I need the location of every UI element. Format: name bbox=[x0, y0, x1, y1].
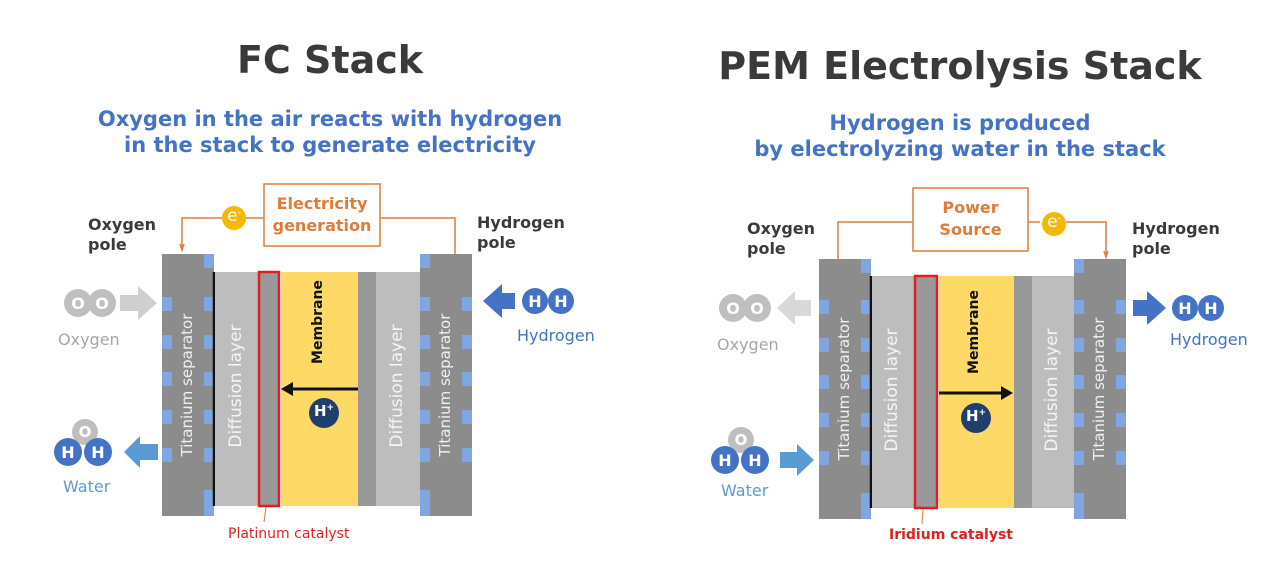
fc-circuit-box-line1: Electricity bbox=[276, 194, 368, 213]
pem-proton-arrow bbox=[939, 386, 1013, 400]
fc-left-diffusion-label: Diffusion layer bbox=[226, 324, 246, 448]
pem-proton-label: H+ bbox=[965, 407, 987, 425]
fc-water-hydrogen-atom-1: H bbox=[61, 443, 75, 462]
fc-water-oxygen-atom: O bbox=[78, 423, 92, 441]
pem-hydrogen-molecule bbox=[1172, 295, 1224, 321]
pem-hydrogen-atom-1: H bbox=[1178, 299, 1192, 318]
pem-electron-label: e- bbox=[1047, 212, 1061, 232]
pem-subtitle-line1: Hydrogen is produced bbox=[829, 111, 1091, 135]
fc-oxygen-atom-1: O bbox=[71, 294, 85, 313]
pem-diagram bbox=[711, 187, 1224, 525]
pem-hydrogen-label: Hydrogen bbox=[1170, 330, 1248, 349]
fc-subtitle-line2: in the stack to generate electricity bbox=[124, 133, 536, 157]
fc-catalyst-layer bbox=[257, 270, 281, 508]
pem-left-diffusion bbox=[872, 276, 915, 508]
pem-right-diffusion bbox=[1032, 276, 1074, 508]
fc-water-hydrogen-atom-2: H bbox=[91, 443, 105, 462]
pem-left-diffusion-label: Diffusion layer bbox=[882, 328, 902, 452]
pem-catalyst-layer bbox=[913, 274, 939, 510]
pem-oxygen-atom-2: O bbox=[750, 299, 764, 318]
fc-oxygen-molecule bbox=[64, 289, 116, 317]
pem-circuit-box bbox=[912, 187, 1029, 252]
fc-right-separator-channels bbox=[420, 254, 472, 516]
fc-proton-arrow bbox=[281, 382, 358, 396]
pem-water-molecule bbox=[711, 427, 769, 474]
fc-electron-label: e- bbox=[227, 206, 241, 226]
fc-oxygen-label: Oxygen bbox=[58, 330, 120, 349]
fc-water-label: Water bbox=[63, 477, 111, 496]
fc-diagram bbox=[54, 183, 574, 523]
pem-left-separator-label: Titanium separator bbox=[835, 317, 853, 461]
fc-membrane-label: Membrane bbox=[310, 280, 326, 364]
pem-hydrogen-atom-2: H bbox=[1204, 299, 1218, 318]
pem-catalyst-label: Iridium catalyst bbox=[889, 527, 1013, 543]
fc-oxygen-arrow bbox=[120, 286, 157, 320]
fc-hydrogen-molecule bbox=[522, 288, 574, 314]
pem-water-label: Water bbox=[721, 481, 769, 500]
pem-oxygen-label: Oxygen bbox=[717, 335, 779, 354]
pem-right-separator-label: Titanium separator bbox=[1090, 317, 1108, 461]
fc-electron-icon bbox=[222, 206, 246, 230]
fc-hydrogen-atom-2: H bbox=[554, 292, 568, 311]
pem-oxygen-molecule bbox=[719, 294, 771, 322]
fc-circuit-box bbox=[263, 183, 381, 247]
pem-oxygen-arrow bbox=[777, 291, 811, 325]
fc-subtitle-line1: Oxygen in the air reacts with hydrogen bbox=[97, 107, 563, 131]
fc-right-separator-label: Titanium separator bbox=[436, 313, 454, 457]
fc-left-separator-label: Titanium separator bbox=[178, 313, 196, 457]
pem-water-hydrogen-atom-2: H bbox=[748, 451, 762, 470]
fc-proton-label: H+ bbox=[313, 402, 335, 420]
pem-circuit-wire bbox=[837, 221, 1109, 260]
fc-proton-icon bbox=[309, 398, 339, 428]
pem-title: PEM Electrolysis Stack bbox=[718, 44, 1202, 88]
fc-hydrogen-atom-1: H bbox=[528, 292, 542, 311]
fc-water-arrow bbox=[124, 436, 158, 468]
fc-hydrogen-arrow bbox=[483, 284, 515, 318]
fc-right-diffusion bbox=[376, 272, 420, 506]
pem-oxygen-atom-1: O bbox=[726, 299, 740, 318]
fc-catalyst-label: Platinum catalyst bbox=[228, 526, 350, 542]
fc-circuit-wire bbox=[179, 217, 456, 255]
fc-right-diffusion-label: Diffusion layer bbox=[387, 324, 407, 448]
pem-proton-icon bbox=[961, 403, 991, 433]
pem-electron-icon bbox=[1042, 212, 1066, 236]
pem-circuit-box-line2: Source bbox=[939, 220, 1002, 239]
pem-membrane-label: Membrane bbox=[966, 290, 982, 374]
pem-left-separator-channels bbox=[819, 259, 871, 519]
pem-water-hydrogen-atom-1: H bbox=[718, 451, 732, 470]
pem-water-oxygen-atom: O bbox=[734, 431, 748, 449]
fc-title: FC Stack bbox=[236, 38, 424, 82]
fc-hydrogen-label: Hydrogen bbox=[517, 326, 595, 345]
fc-left-diffusion bbox=[215, 272, 259, 506]
pem-subtitle-line2: by electrolyzing water in the stack bbox=[754, 137, 1166, 161]
pem-circuit-box-line1: Power bbox=[942, 198, 999, 217]
pem-right-diffusion-label: Diffusion layer bbox=[1042, 328, 1062, 452]
pem-water-arrow bbox=[780, 444, 814, 476]
fc-oxygen-atom-2: O bbox=[95, 294, 109, 313]
fc-water-molecule bbox=[54, 419, 112, 466]
fc-circuit-box-line2: generation bbox=[272, 216, 372, 235]
fc-left-separator-channels bbox=[162, 254, 214, 516]
pem-right-separator-channels bbox=[1074, 259, 1126, 519]
pem-hydrogen-arrow bbox=[1133, 291, 1166, 325]
